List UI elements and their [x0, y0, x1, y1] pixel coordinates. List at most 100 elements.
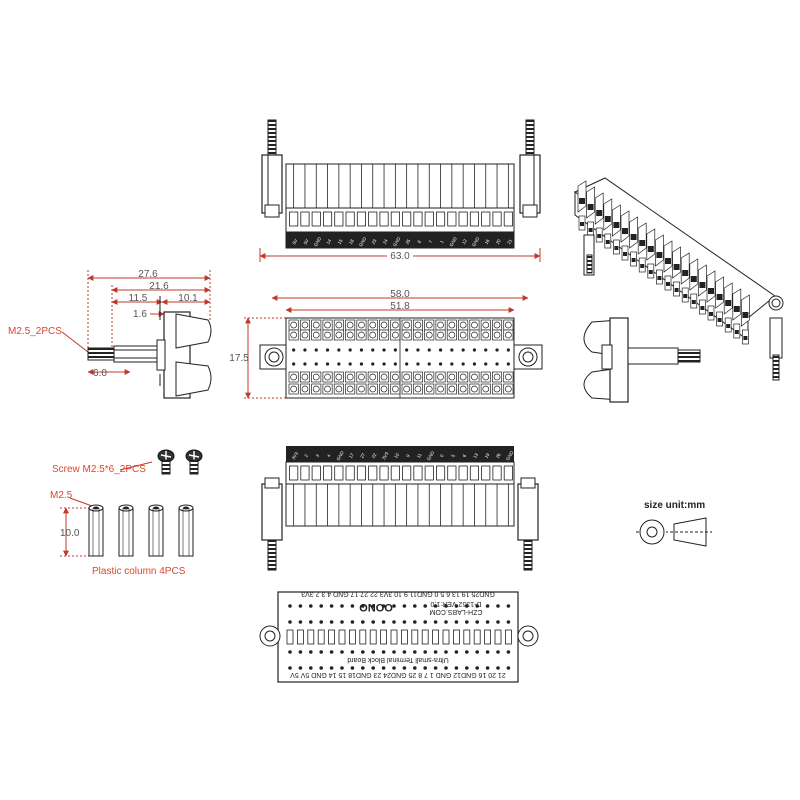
terminal-slot: [345, 211, 355, 227]
pin-label: GND: [335, 450, 345, 462]
pcb-hole: [475, 650, 480, 654]
pcb-hole: [485, 604, 490, 608]
pcb-hole: [444, 620, 448, 624]
pcb-hole: [309, 650, 313, 654]
side-view-right: [583, 317, 701, 403]
terminal-slot: [402, 211, 412, 227]
screw-head: [335, 385, 343, 393]
iso-hole: [691, 300, 696, 304]
terminal-slot: [289, 465, 299, 481]
pcb-hole: [506, 666, 511, 670]
iso-hole: [682, 270, 689, 276]
screw-head: [425, 321, 433, 329]
pcb-hole: [496, 650, 500, 654]
screw-head: [392, 373, 399, 381]
screw-head: [505, 373, 512, 381]
pin-hole: [303, 348, 307, 352]
pin-hole: [472, 362, 477, 366]
iso-block: [655, 234, 664, 267]
pin-hole: [292, 348, 296, 352]
pcb-hole: [496, 620, 500, 624]
iso-block: [629, 216, 638, 249]
pin-hole: [416, 362, 420, 366]
terminal-slot: [413, 211, 423, 227]
iso-block: [603, 198, 613, 231]
pcb-pad: [432, 629, 440, 645]
dim-side-a: 11.5: [129, 293, 148, 304]
pcb-pad: [473, 629, 481, 645]
screw-head: [482, 385, 490, 393]
pcb-hole: [381, 650, 386, 654]
terminal-slot: [413, 465, 423, 481]
terminal-slot: [379, 465, 389, 481]
pin-label: 14: [325, 238, 332, 245]
iso-hole: [657, 276, 662, 280]
iso-hole: [580, 222, 584, 226]
screw-head: [505, 321, 512, 329]
pcb-hole: [371, 620, 376, 624]
screw-head: [414, 385, 422, 393]
iso-block: [672, 246, 681, 279]
pcb-hole: [496, 604, 500, 608]
pin-label: 15: [337, 238, 344, 245]
pcb-hole: [381, 620, 386, 624]
terminal-slot: [469, 211, 479, 227]
pin-label: 16: [484, 238, 491, 245]
pin-hole: [348, 348, 352, 352]
screw-head: [493, 321, 501, 329]
pcb-hole: [465, 650, 469, 654]
pcb-hole: [402, 604, 407, 608]
pcb-hole: [454, 666, 459, 670]
size-unit-legend: size unit:mm: [636, 500, 712, 547]
pin-hole: [325, 362, 330, 366]
iso-hole: [742, 312, 749, 318]
screw-head: [448, 331, 456, 339]
pcb-hole: [433, 604, 438, 608]
pcb-hole: [392, 620, 396, 624]
dim-side-total: 27.6: [138, 269, 158, 280]
pcb-hole: [506, 620, 511, 624]
iso-hole: [613, 222, 620, 228]
pcb-hole: [361, 604, 365, 608]
pin-label: 22: [371, 452, 378, 459]
pcb-hole: [444, 666, 448, 670]
iso-hole: [699, 282, 706, 288]
iso-hole: [639, 240, 646, 246]
label-screw-kit: Screw M2.5*6_2PCS: [52, 464, 146, 475]
iso-block: [646, 228, 656, 261]
screw-head: [369, 321, 377, 329]
pcb-hole: [340, 620, 344, 624]
screw-head: [290, 385, 297, 393]
iso-block: [723, 282, 733, 315]
pcb-hole: [350, 650, 355, 654]
screw-head: [358, 331, 365, 339]
screw-head: [392, 321, 399, 329]
pcb-hole: [361, 666, 365, 670]
iso-block: [620, 210, 630, 243]
screw-head: [493, 373, 501, 381]
pin-hole: [314, 348, 318, 352]
screw-head: [301, 373, 309, 381]
screw-2: [185, 449, 203, 475]
screw-head: [448, 321, 456, 329]
pin-hole: [450, 348, 454, 352]
pcb-hole: [319, 620, 324, 624]
pcb-hole: [454, 620, 459, 624]
pcb-hole: [496, 666, 500, 670]
pin-hole: [438, 362, 443, 366]
pcb-hole: [329, 620, 334, 624]
label-column-m25: M2.5: [50, 490, 73, 501]
pcb-model: D-1352 VER:1.0: [430, 600, 481, 607]
pcb-hole: [465, 666, 469, 670]
pcb-hole: [340, 666, 344, 670]
dim-pitch-span: 51.8: [390, 301, 410, 312]
pcb-hole: [288, 620, 292, 624]
pcb-hole: [361, 650, 365, 654]
pin-label: 26: [495, 452, 502, 459]
pcb-hole: [288, 666, 292, 670]
screw-head: [459, 321, 467, 329]
pcb-hole: [444, 604, 448, 608]
screw-head: [414, 373, 422, 381]
iso-hole: [596, 210, 603, 216]
